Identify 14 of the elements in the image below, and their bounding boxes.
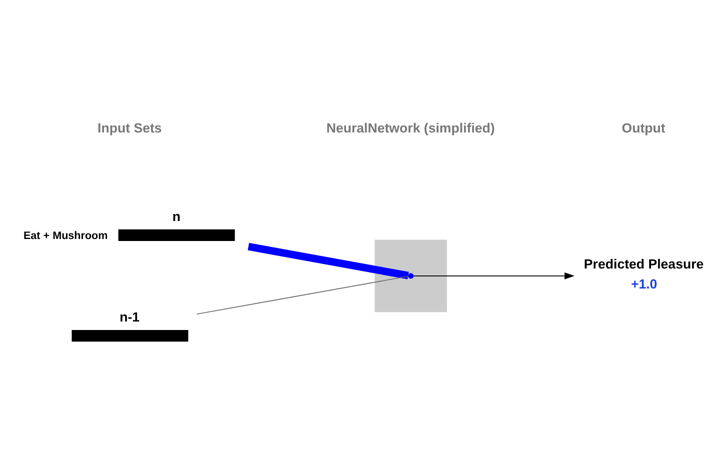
node-text: Predicted Pleasure +1.0 bbox=[584, 256, 704, 291]
node-box bbox=[118, 228, 235, 240]
node-label: n bbox=[172, 208, 181, 224]
connector bbox=[248, 242, 409, 279]
node-circle bbox=[408, 272, 414, 278]
node-label: n-1 bbox=[120, 309, 140, 324]
label: NeuralNetwork (simplified) bbox=[326, 120, 495, 136]
connector bbox=[196, 275, 409, 314]
label: Input Sets bbox=[98, 120, 162, 136]
node-label: Eat + Mushroom bbox=[23, 229, 108, 242]
node-box bbox=[72, 330, 188, 342]
label: Output bbox=[622, 120, 666, 136]
arrow bbox=[413, 272, 575, 279]
cluster bbox=[374, 239, 447, 312]
